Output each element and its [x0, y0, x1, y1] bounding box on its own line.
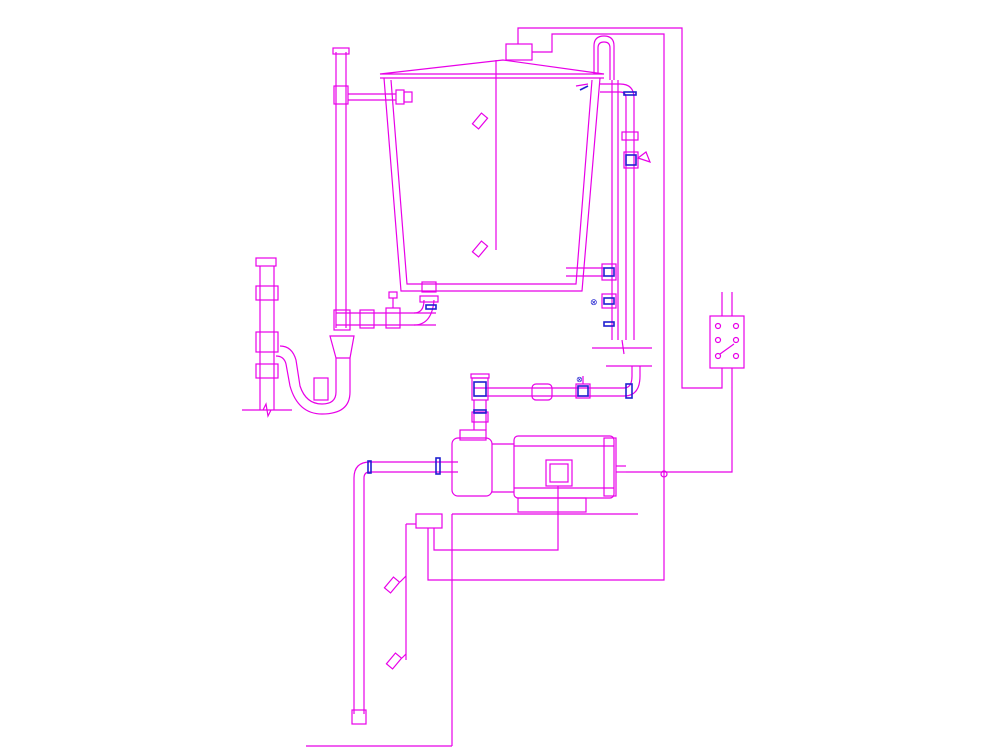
- gate-valve: [470, 366, 641, 430]
- check-valve: ⊗: [531, 375, 591, 401]
- svg-text:⊗: ⊗: [590, 298, 598, 308]
- tank: [383, 77, 601, 293]
- return-riser: ⊗: [566, 35, 652, 367]
- float-switch-lower: [471, 240, 489, 258]
- svg-text:⊗: ⊗: [576, 375, 583, 384]
- lower-tank-float-switches: [383, 513, 638, 746]
- overflow-pipe: [332, 47, 413, 328]
- suction-pipe: [306, 460, 452, 747]
- level-switch-box: [505, 43, 533, 61]
- drain-valve: [333, 291, 439, 331]
- centrifugal-pump: [430, 429, 514, 497]
- float-switch-upper: [471, 112, 489, 130]
- vent-stack: [242, 257, 292, 418]
- p-trap: [275, 335, 355, 415]
- electrical-wiring: [427, 27, 733, 581]
- tank-lid: [379, 59, 605, 250]
- electric-motor: [513, 435, 626, 513]
- control-panel: [709, 292, 745, 369]
